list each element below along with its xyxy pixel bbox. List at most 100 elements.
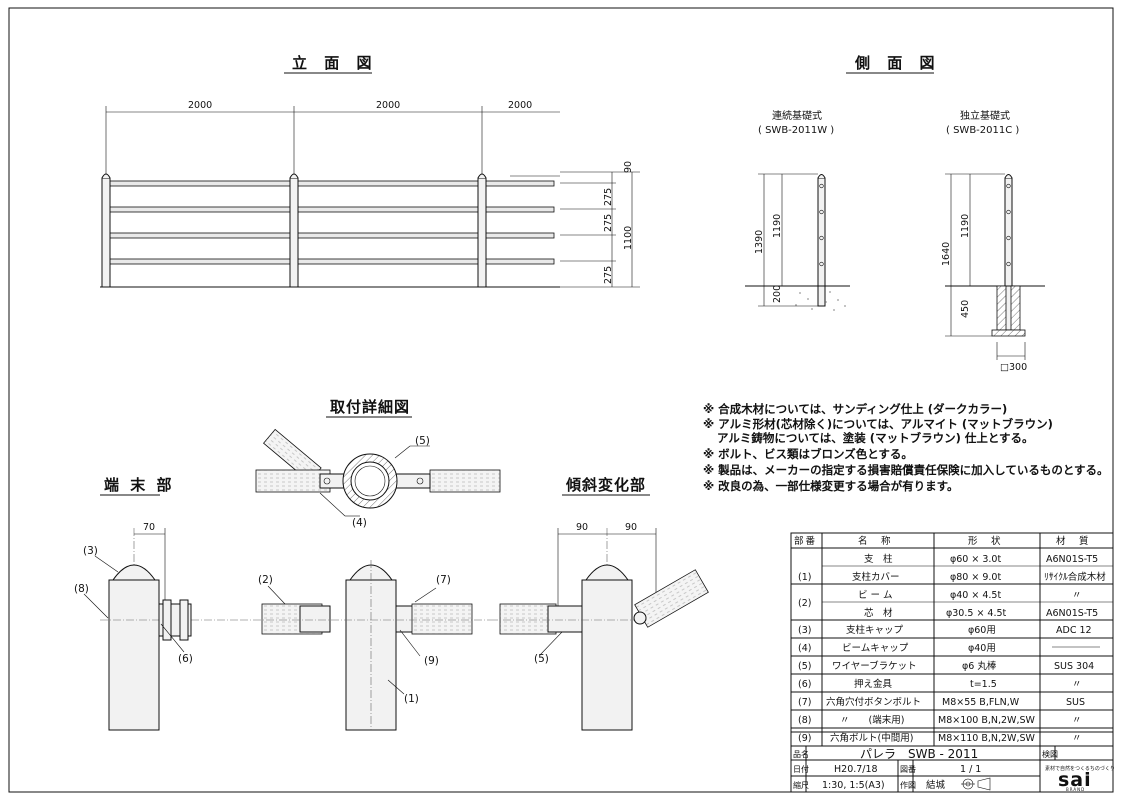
tb-date: H20.7/18 xyxy=(834,764,878,775)
parts-table: 部番 名 称 形 状 材 質 (1) 支 柱 φ60 × 3.0t A6N01S… xyxy=(790,532,1114,793)
brand-sub: BRAND xyxy=(1066,787,1085,792)
callout-4-detail: (4) xyxy=(352,517,367,529)
note-1: ※ 合成木材については、サンディング仕上 (ダークカラー) xyxy=(703,402,1007,416)
row-mat-4: ADC 12 xyxy=(1056,625,1092,636)
row-no-4: (3) xyxy=(798,625,811,636)
row-shape-4: φ60用 xyxy=(968,625,996,636)
title-slope: 傾斜変化部 xyxy=(565,476,646,494)
callout-8-end: (8) xyxy=(74,583,89,595)
side-w-total: 1390 xyxy=(754,230,765,254)
row-no-10: (9) xyxy=(798,733,811,744)
row-mat-6: SUS 304 xyxy=(1054,661,1094,672)
row-mat-9: 〃 xyxy=(1072,715,1082,726)
row-no-9: (8) xyxy=(798,715,811,726)
row-shape-2: φ40 × 4.5t xyxy=(950,590,1001,601)
end-section: 70 (3) (8) (6) xyxy=(74,522,240,731)
row-shape-6: φ6 丸棒 xyxy=(962,660,997,672)
title-block: 品名 パレラ SWB - 2011 検図 日付 H20.7/18 図番 1 / … xyxy=(791,746,1115,792)
sheet-border xyxy=(8,7,1114,793)
brand-tagline: 素材で自然をつくるちのづくり xyxy=(1045,765,1115,772)
vdim-275-b: 275 xyxy=(603,214,614,232)
side-w-name: 連続基礎式 xyxy=(772,109,822,122)
tb-label-number: 図番 xyxy=(900,764,916,774)
span-dim-3: 2000 xyxy=(508,100,532,111)
side-c-foot: □300 xyxy=(1000,362,1027,373)
title-end: 端 末 部 xyxy=(104,476,174,494)
row-no-1: (1) xyxy=(798,572,811,583)
row-no-2: (2) xyxy=(798,598,811,609)
row-name-4: 支柱キャップ xyxy=(846,624,904,636)
side-c-total: 1640 xyxy=(941,242,952,266)
tb-scale: 1:30, 1:5(A3) xyxy=(822,780,885,791)
side-w-code: ( SWB-2011W ) xyxy=(758,125,834,136)
tb-label-check: 検図 xyxy=(1042,749,1058,759)
note-4: ※ ボルト、ビス類はブロンズ色とする。 xyxy=(703,447,913,461)
row-shape-9: M8×100 B,N,2W,SW xyxy=(938,715,1036,726)
slope-section: 90 90 (5) xyxy=(490,522,709,731)
middle-section: (2) (7) (9) (1) xyxy=(240,560,490,731)
th-name: 名 称 xyxy=(858,535,893,547)
row-name-5: ビームキャップ xyxy=(842,643,909,654)
vdim-total: 1100 xyxy=(623,226,634,250)
side-c-depth: 450 xyxy=(960,300,971,318)
side-c-height: 1190 xyxy=(960,214,971,238)
callout-2-mid: (2) xyxy=(258,574,273,586)
brand-logo: sai xyxy=(1058,769,1092,791)
row-name-3: 芯 材 xyxy=(864,607,893,619)
slope-dim-left: 90 xyxy=(576,522,588,533)
row-no-8: (7) xyxy=(798,697,811,708)
callout-5-detail: (5) xyxy=(415,435,430,447)
callout-3-end: (3) xyxy=(83,545,98,557)
elevation-posts xyxy=(101,173,487,288)
row-name-8: 六角穴付ボタンボルト xyxy=(826,696,921,708)
note-3: アルミ鋳物については、塗装 (マットブラウン) 仕上とする。 xyxy=(717,431,1033,445)
projection-symbol-icon xyxy=(961,777,991,791)
row-mat-8: SUS xyxy=(1066,697,1085,708)
tb-author: 結城 xyxy=(926,779,946,791)
side-c-name: 独立基礎式 xyxy=(960,109,1010,122)
callout-9-mid: (9) xyxy=(424,655,439,667)
tb-label-date: 日付 xyxy=(793,764,809,774)
mount-detail: (5) (4) xyxy=(255,428,501,529)
th-material: 材 質 xyxy=(1056,535,1091,547)
row-name-1: 支柱カバー xyxy=(852,571,900,583)
tb-label-scale: 縮尺 xyxy=(793,780,809,790)
callout-7-mid: (7) xyxy=(436,574,451,586)
row-mat-0: A6N01S-T5 xyxy=(1046,554,1098,565)
title-detail: 取付詳細図 xyxy=(330,398,410,416)
callout-5-slope: (5) xyxy=(534,653,549,665)
note-5: ※ 製品は、メーカーの指定する損害賠償責任保険に加入しているものとする。 xyxy=(703,463,1109,477)
row-no-5: (4) xyxy=(798,643,811,654)
row-shape-5: φ40用 xyxy=(968,643,996,654)
vdim-275-a: 275 xyxy=(603,188,614,206)
row-name-10: 六角ボルト(中間用) xyxy=(830,732,913,744)
row-name-0: 支 柱 xyxy=(864,553,893,565)
tb-label-author: 作図 xyxy=(900,780,916,790)
row-name-9: 〃 (端末用) xyxy=(840,714,904,726)
side-w-height: 1190 xyxy=(772,214,783,238)
row-shape-7: t=1.5 xyxy=(970,679,997,690)
span-dim-2: 2000 xyxy=(376,100,400,111)
row-no-7: (6) xyxy=(798,679,811,690)
notes: ※ 合成木材については、サンディング仕上 (ダークカラー) ※ アルミ形材(芯材… xyxy=(703,402,1109,493)
vdim-275-c: 275 xyxy=(603,266,614,284)
row-shape-0: φ60 × 3.0t xyxy=(950,554,1001,565)
elevation-beams xyxy=(105,180,555,265)
row-shape-1: φ80 × 9.0t xyxy=(950,572,1001,583)
note-6: ※ 改良の為、一部仕様変更する場合が有ります。 xyxy=(703,479,959,493)
row-mat-7: 〃 xyxy=(1072,679,1082,690)
tb-product: パレラ SWB - 2011 xyxy=(860,747,978,761)
slope-dim-right: 90 xyxy=(625,522,637,533)
row-shape-3: φ30.5 × 4.5t xyxy=(946,608,1007,619)
callout-1-mid: (1) xyxy=(404,693,419,705)
th-no: 部番 xyxy=(794,535,817,547)
title-elevation: 立 面 図 xyxy=(292,54,377,72)
row-shape-10: M8×110 B,N,2W,SW xyxy=(938,733,1036,744)
tb-number: 1 / 1 xyxy=(960,764,981,775)
side-c-code: ( SWB-2011C ) xyxy=(946,125,1019,136)
row-mat-3: A6N01S-T5 xyxy=(1046,608,1098,619)
tb-label-product: 品名 xyxy=(793,749,809,759)
row-shape-8: M8×55 B,FLN,W xyxy=(942,697,1020,708)
row-no-6: (5) xyxy=(798,661,811,672)
